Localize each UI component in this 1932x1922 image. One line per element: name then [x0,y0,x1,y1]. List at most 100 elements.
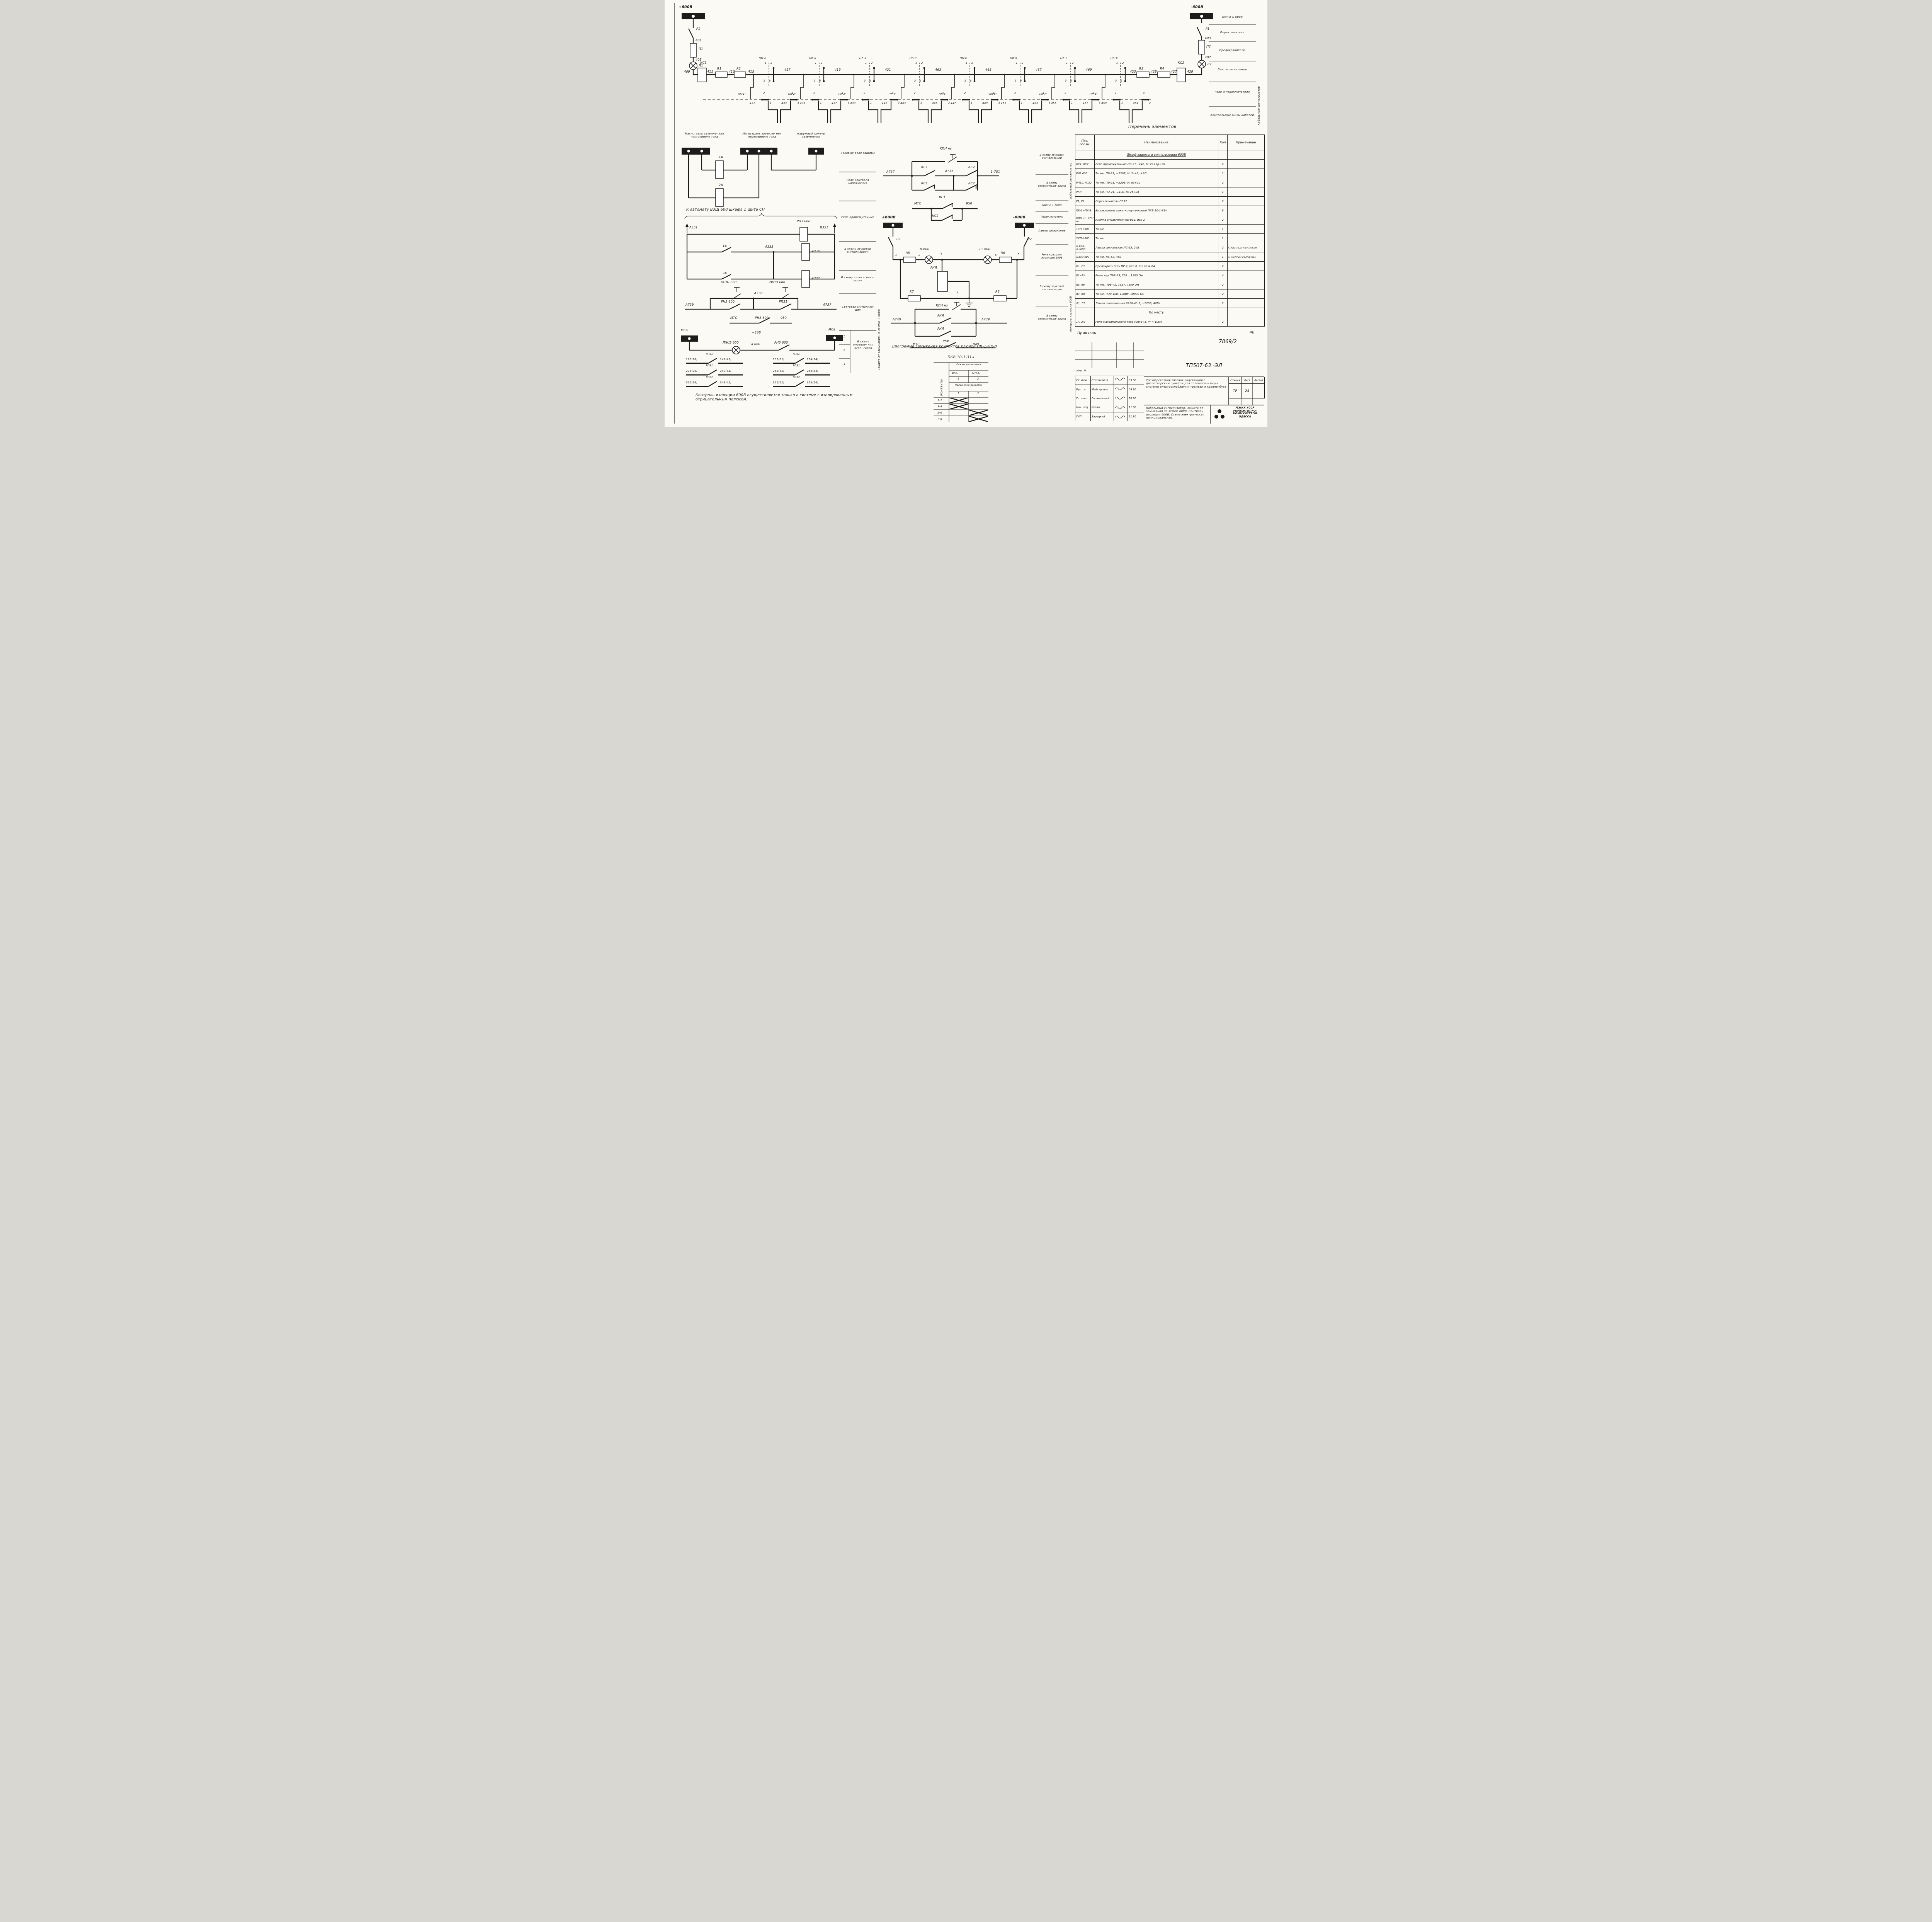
wire-label: 407 [1205,56,1211,59]
resistor-icon [1136,72,1150,78]
matrix-wire: 154(54) [807,358,818,361]
node-label: 3 [940,253,942,256]
relay-label: РНЗ 600 [797,220,811,223]
sheet-title: Кабельный сигнализатор. Защита от замыка… [1146,406,1204,419]
contact-label: КС2 [932,214,939,218]
resistor-label: R7 [910,290,914,293]
node-label: 1 [895,254,897,257]
matrix-wire: 149(41) [720,358,731,361]
right-col-strip: Кабельный сигнализатор [1069,162,1072,199]
wire-label: А737 [823,303,832,306]
mode-on-val: 1 [957,377,959,380]
pos2-label: 2 [977,392,979,395]
switch-label: Р2 [1028,237,1032,241]
right-col-item: В схему звуковой сигнализации [1039,285,1065,291]
closed-mark [949,404,968,409]
wire-label: МТС [730,316,737,320]
relay-coil-icon [715,188,724,207]
resistor-icon [734,72,746,78]
diagram-title: Диаграмма замыкания контактов ключей ПК-… [892,344,997,349]
legend-item: Предохранители [1219,48,1245,52]
contact-label: 1А [723,244,727,248]
matrix-relay: РП31 [793,352,800,356]
wire-label: А739 [685,303,694,306]
wire-label: МТС [913,342,920,346]
wire-label: 949 [973,342,979,346]
lamp-label: Л+600 [979,247,990,251]
relay-label: РП32 [811,277,820,280]
wire-label: А737 [886,170,895,174]
relay-label: КС2 [1178,61,1184,65]
contact-label: РКИ [937,327,944,330]
legend-item: Переключатель [1220,31,1245,34]
wire-label: А736 [945,169,954,173]
signature-cell [1114,385,1128,394]
button-label: КПН нс [940,147,952,150]
voltage-label: ~36В [752,331,761,334]
relay-coil-icon [801,270,810,288]
right-col-item: Реле контроля изоляции 600В [1041,253,1063,259]
right-col-strip: Контроль изоляции 600В [1069,296,1072,332]
bus-label: +600В [882,215,896,220]
closed-mark [949,398,968,403]
relay-label: РП 31 [811,250,821,253]
matrix-relay: РП31 [706,364,713,367]
resistor-icon [903,257,916,263]
right-col-item: В схему звуковой сигнализации [1039,153,1065,160]
signature-cell [1114,403,1128,412]
node-label: 4 [957,291,959,294]
legend-strip-label: Кабельный сигнализатор [1257,86,1260,125]
wire-label: 403 [1205,36,1211,40]
matrix-wire: 349(41) [720,381,731,384]
table-row: Шкаф защиты и сигнализации 600В [1075,150,1265,160]
bus-label: МСа [681,329,688,332]
wire-label: А351 [689,226,698,229]
resistor-label: R3 [1139,67,1144,70]
feeder-label: К автомату ВЗЩ 600 шкафа 1 щита СН [686,208,765,212]
contact-label: РНЗ 600 [721,300,735,303]
relay-col-item: В схему управле- ния агре- гатов [853,340,874,350]
matrix-wire: 126(26) [686,358,697,361]
archive-number: 7869/2 [1219,339,1237,345]
lamp-label: Л-600 [920,247,930,251]
parts-title: Перечень элементов [1128,124,1177,129]
matrix-wire: 161(61) [773,358,784,361]
relay-col-item: В схему телесигнали- зации [841,276,875,283]
wire-label: А353 [765,245,774,249]
relay-label: 2А [719,183,723,187]
relay-col-item: Токовые реле защиты [841,151,875,155]
switch-label: Р2 [896,237,901,241]
schematic-linework [674,3,1264,424]
right-col-item: Лампы сигнальные [1038,229,1066,232]
signature-cell [1114,412,1128,421]
button-label: КПН нз [936,304,948,307]
relay-coil-icon [937,271,948,292]
ground-bus-label: Магистраль заземле- ния постоянного тока [685,132,724,139]
ground-bus-label: Магистраль заземле- ния переменного тока [742,132,782,139]
wire-label: 950 [966,202,972,205]
closed-mark [969,404,988,409]
wire-label: 405 [696,58,702,61]
bus-label: +600В [679,5,693,9]
relay-col-num: 2 [843,349,845,352]
contacts-side-label: Контакты [940,379,943,396]
button-label: 2КПН 600 [769,281,786,284]
switch-label: Р1 [696,27,701,31]
relay-label: 1А [719,155,723,159]
relay-col-item: Световая сигнализа- ция [842,305,874,312]
relay-col-item: Реле контроля напряжения [846,178,869,185]
node-label: 5 [1018,253,1020,256]
matrix-wire: 326(26) [686,381,697,384]
sheet-value: 24 [1241,383,1253,398]
